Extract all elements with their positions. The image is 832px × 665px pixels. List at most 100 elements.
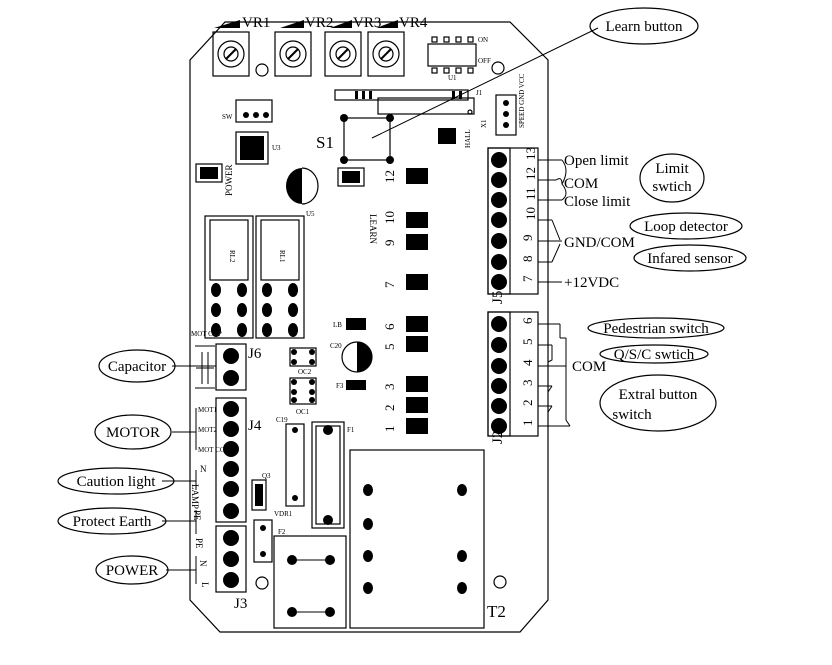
callout-com2: COM bbox=[572, 359, 606, 375]
callout-loop-detector-text: Loop detector bbox=[644, 219, 728, 235]
f2-text: F2 bbox=[278, 528, 286, 536]
j3-pin-pe: PE bbox=[194, 538, 204, 549]
dip-u1-text: U1 bbox=[448, 74, 457, 82]
hall-text: HALL bbox=[464, 129, 472, 148]
jumper-num-5: 5 bbox=[382, 344, 397, 351]
t2-label: T2 bbox=[487, 602, 506, 621]
jumper-num-10: 10 bbox=[382, 211, 397, 224]
mount-hole-3 bbox=[493, 575, 507, 589]
callout-protect-earth: Protect Earth bbox=[57, 507, 167, 535]
potentiometer-vr2[interactable]: VR2 bbox=[274, 15, 333, 77]
jumper-num-6: 6 bbox=[382, 323, 397, 330]
f1-text: F1 bbox=[347, 426, 355, 434]
j2-pin-1: 1 bbox=[520, 420, 535, 427]
j4-pin-lamp: LAMP bbox=[190, 484, 200, 509]
callout-qsc-switch: Q/S/C swtich bbox=[599, 344, 709, 364]
transformer-t2 bbox=[349, 449, 485, 629]
x1-pins-text: SPEED GND VCC bbox=[518, 73, 526, 128]
callout-power: POWER bbox=[95, 555, 169, 585]
learn-led: LEARN bbox=[337, 167, 378, 244]
callout-motor-text: MOTOR bbox=[106, 425, 160, 441]
lb-led: LB bbox=[333, 318, 366, 330]
connector-j3[interactable]: PE N L J3 bbox=[194, 525, 247, 612]
j5-pin-8: 8 bbox=[520, 256, 535, 263]
sw-text: SW bbox=[222, 113, 233, 121]
jumper-num-9: 9 bbox=[382, 240, 397, 247]
callout-limit-switch-line2: swtich bbox=[652, 179, 692, 195]
learn-button-s1[interactable]: S1 bbox=[316, 114, 394, 164]
callout-learn-button: Learn button bbox=[589, 7, 699, 45]
j4-pin-n: N bbox=[200, 464, 207, 474]
pot-label-vr3: VR3 bbox=[353, 15, 381, 31]
pot-label-vr4: VR4 bbox=[399, 15, 428, 31]
callout-protect-earth-text: Protect Earth bbox=[73, 514, 152, 530]
wires bbox=[162, 27, 599, 584]
callout-qsc-switch-text: Q/S/C swtich bbox=[614, 347, 695, 363]
power-led: POWER bbox=[195, 163, 234, 196]
callout-extral-button-line1: Extral button bbox=[619, 387, 698, 403]
potentiometer-vr4[interactable]: VR4 bbox=[367, 15, 428, 77]
callout-close-limit: Close limit bbox=[564, 194, 631, 210]
optocoupler-oc2: OC2 bbox=[289, 347, 317, 376]
q3-text: Q3 bbox=[262, 472, 271, 480]
dip-on-text: ON bbox=[478, 36, 488, 44]
j5-pin-13: 13 bbox=[523, 147, 538, 160]
vdr1-text: VDR1 bbox=[274, 510, 293, 518]
j4-pin-motcom: MOT COM bbox=[198, 446, 232, 454]
callout-pedestrian-switch: Pedestrian switch bbox=[587, 317, 725, 339]
transistor-u5: U5 bbox=[286, 167, 319, 218]
j2-pin-5: 5 bbox=[520, 339, 535, 346]
connector-j5[interactable]: 13 12 11 10 9 8 7 J5 bbox=[487, 147, 539, 304]
j4-pin-mot1: MOT1 bbox=[198, 406, 218, 414]
transistor-q3: Q3 bbox=[251, 472, 271, 511]
x1-text: X1 bbox=[480, 119, 488, 128]
j3-pin-n: N bbox=[198, 560, 208, 567]
callout-caution-light-text: Caution light bbox=[77, 474, 157, 490]
header-j1: J1 bbox=[334, 89, 483, 115]
callout-extral-button-switch: Extral button switch bbox=[599, 374, 717, 432]
jumper-blocks: 12 10 9 7 6 5 3 2 1 bbox=[382, 168, 428, 434]
j6-label: J6 bbox=[248, 346, 262, 362]
s1-label: S1 bbox=[316, 133, 334, 152]
j4-pin-mot2: MOT2 bbox=[198, 426, 218, 434]
j3-label: J3 bbox=[234, 596, 247, 612]
connector-x1: X1 SPEED GND VCC bbox=[480, 73, 526, 136]
callout-open-limit: Open limit bbox=[564, 153, 629, 169]
j2-pin-6: 6 bbox=[520, 317, 535, 324]
j5-pin-10: 10 bbox=[523, 207, 538, 220]
j4-label: J4 bbox=[248, 418, 262, 434]
connector-j2[interactable]: 6 5 4 3 2 1 J2 bbox=[487, 311, 539, 444]
callout-capacitor-text: Capacitor bbox=[108, 359, 166, 375]
callout-limit-switch: Limit swtich bbox=[639, 153, 705, 203]
lb-text: LB bbox=[333, 321, 342, 329]
j5-pin-9: 9 bbox=[520, 235, 535, 242]
callout-com: COM bbox=[564, 176, 598, 192]
c19-text: C19 bbox=[276, 416, 288, 424]
callout-power-text: POWER bbox=[106, 563, 159, 579]
j5-pin-12: 12 bbox=[523, 167, 538, 180]
varistor-vdr1: VDR1 bbox=[253, 510, 293, 563]
c20-text: C20 bbox=[330, 342, 342, 350]
connector-j6[interactable]: MOT CAP J6 bbox=[191, 330, 262, 391]
jumper-num-1: 1 bbox=[382, 426, 397, 433]
board-outline bbox=[189, 21, 549, 633]
connector-j4[interactable]: J4 MOT1 MOT2 MOT COM N LAMP PE bbox=[190, 397, 262, 523]
relay-rl1: RL1 bbox=[255, 215, 305, 339]
rl1-text: RL1 bbox=[278, 250, 286, 263]
oc1-text: OC1 bbox=[296, 408, 310, 416]
callout-12vdc: +12VDC bbox=[564, 275, 619, 291]
callout-motor: MOTOR bbox=[94, 414, 172, 450]
jumper-num-3: 3 bbox=[382, 384, 397, 391]
potentiometer-vr3[interactable]: VR3 bbox=[324, 15, 381, 77]
fuse-f2: F2 bbox=[273, 528, 347, 629]
j2-pin-2: 2 bbox=[520, 400, 535, 407]
dip-switch-u1[interactable]: ON OFF U1 bbox=[427, 36, 491, 82]
relay-rl2: RL2 bbox=[204, 215, 254, 339]
learn-text: LEARN bbox=[368, 214, 378, 244]
u5-text: U5 bbox=[306, 210, 315, 218]
oc2-text: OC2 bbox=[298, 368, 312, 376]
regulator-sw: SW U3 bbox=[222, 99, 281, 165]
potentiometer-vr1[interactable]: VR1 bbox=[212, 15, 270, 77]
callout-loop-detector: Loop detector bbox=[629, 212, 743, 240]
